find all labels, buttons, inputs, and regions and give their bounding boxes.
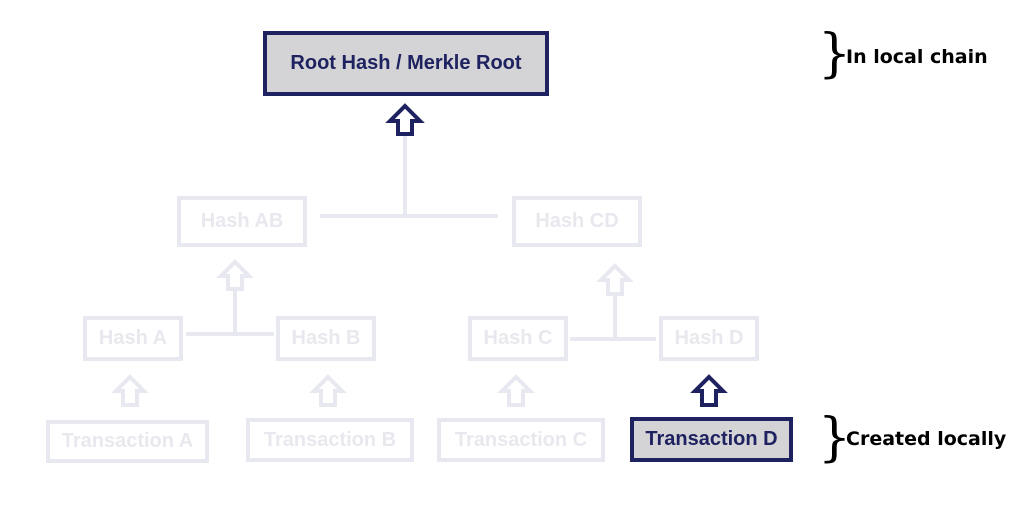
hash-b-node: Hash B bbox=[276, 316, 376, 361]
arrow-up-icon-hash-d bbox=[690, 374, 728, 407]
transaction-b-node: Transaction B bbox=[246, 418, 414, 462]
arrow-up-icon-hash-a bbox=[111, 374, 149, 407]
hash-ab-node: Hash AB bbox=[177, 196, 307, 247]
hash-d-node: Hash D bbox=[659, 316, 759, 361]
transaction-c-node: Transaction C bbox=[437, 418, 605, 462]
arrow-up-icon-hash-b bbox=[309, 374, 347, 407]
brace-top: } bbox=[818, 24, 852, 84]
transaction-d-node: Transaction D bbox=[630, 417, 793, 462]
in-local-chain-label: In local chain bbox=[846, 46, 988, 68]
hash-cd-node: Hash CD bbox=[512, 196, 642, 247]
arrow-up-icon-hash-ab bbox=[216, 259, 254, 291]
hash-a-node: Hash A bbox=[83, 316, 183, 361]
arrow-up-icon-hash-cd bbox=[596, 263, 634, 296]
created-locally-label: Created locally bbox=[846, 428, 1007, 450]
hash-c-node: Hash C bbox=[468, 316, 568, 361]
arrow-up-icon-root bbox=[385, 103, 425, 136]
root-hash-node: Root Hash / Merkle Root bbox=[263, 31, 549, 96]
brace-bottom: } bbox=[818, 408, 852, 468]
arrow-up-icon-hash-c bbox=[497, 374, 535, 407]
transaction-a-node: Transaction A bbox=[46, 420, 209, 463]
